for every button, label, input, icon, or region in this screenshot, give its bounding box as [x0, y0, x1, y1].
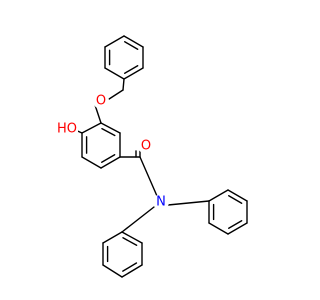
right-benzyl-ring-bond: [227, 222, 248, 235]
benzyl-ether-bond: [105, 89, 124, 102]
left-benzyl-ring-bond: [102, 264, 123, 278]
right-benzyl-ring-bond: [208, 189, 229, 202]
top-benzyl-ring-bond: [123, 35, 144, 48]
left-benzyl-ring-bond: [102, 231, 123, 244]
alpha-carbon-bond: [139, 156, 158, 197]
phenol-ring-double-bond: [101, 154, 116, 163]
molecule-structure: O HO O N: [56, 35, 248, 278]
ether-oxygen-label: O: [96, 94, 106, 109]
top-benzyl-ring-bond: [104, 67, 125, 80]
bond-layer: [72, 35, 248, 278]
amine-left-benzyl-bond: [121, 206, 155, 233]
top-benzyl-ring-double-bond: [124, 65, 139, 74]
ketone-oxygen-label: O: [141, 139, 151, 154]
phenol-ring-bond: [81, 156, 102, 169]
phenol-ring-double-bond: [101, 127, 116, 137]
right-benzyl-ring-double-bond: [228, 195, 243, 204]
amine-nitrogen-atom: N: [153, 194, 169, 210]
right-benzyl-ring-double-bond: [228, 220, 243, 229]
top-benzyl-ring-bond: [123, 67, 144, 80]
top-benzyl-ring-double-bond: [124, 41, 139, 50]
benzyl-ch2-bond: [122, 78, 125, 91]
top-benzyl-ring-bond: [104, 35, 125, 48]
right-benzyl-ring-bond: [208, 222, 229, 235]
left-benzyl-ring-double-bond: [122, 262, 138, 272]
phenol-ring-bond: [81, 122, 102, 134]
left-benzyl-ring-bond: [121, 264, 143, 278]
phenol-ring-bond: [100, 122, 121, 134]
left-benzyl-ring-bond: [121, 231, 143, 244]
left-benzyl-ring-double-bond: [122, 237, 138, 246]
amine-right-benzyl-bond: [167, 200, 210, 206]
ether-oxygen-atom: O: [93, 93, 109, 109]
ketone-oxygen-atom: O: [138, 138, 154, 154]
phenol-ether-bond: [94, 104, 102, 124]
structure-canvas: O HO O N: [56, 35, 248, 278]
hydroxyl-atom: HO: [56, 120, 78, 138]
right-benzyl-ring-bond: [227, 189, 248, 202]
atom-label-layer: O HO O N: [56, 93, 169, 210]
amine-nitrogen-label: N: [156, 195, 166, 210]
phenol-ring-bond: [100, 156, 121, 169]
hydroxyl-label: HO: [57, 122, 77, 137]
